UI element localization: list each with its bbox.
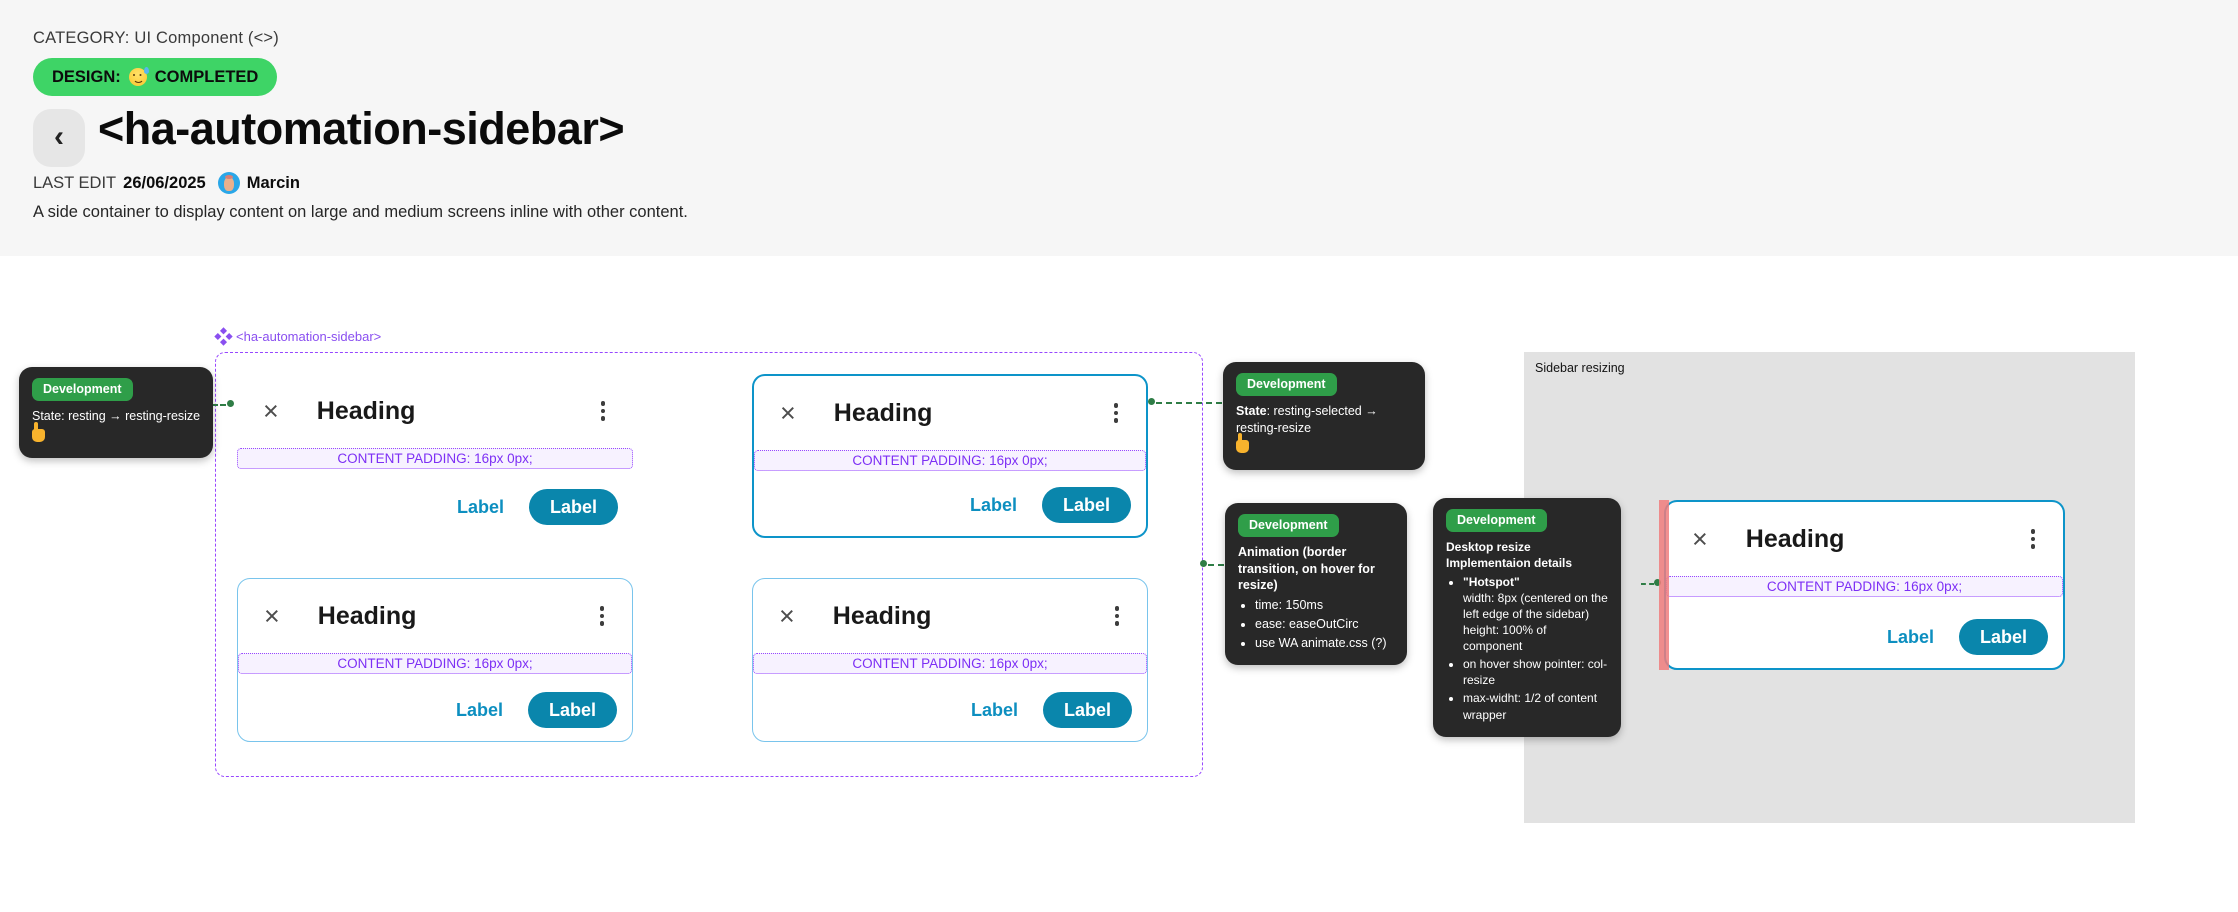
card-header: × Heading <box>1666 502 2063 576</box>
bullet-item: "Hotspot" width: 8px (centered on the le… <box>1463 574 1608 654</box>
connector-dot <box>1148 398 1155 405</box>
pointing-up-emoji <box>32 421 45 442</box>
dev-tooltip-animation[interactable]: Development Animation (border transition… <box>1225 503 1407 666</box>
development-badge: Development <box>1236 373 1337 396</box>
tooltip-bullet-list: time: 150ms ease: easeOutCirc use WA ani… <box>1255 597 1394 651</box>
tooltip-bullet-list: "Hotspot" width: 8px (centered on the le… <box>1463 574 1608 723</box>
last-edit-date: 26/06/2025 <box>123 173 206 192</box>
design-badge-status: COMPLETED <box>154 67 259 86</box>
avatar <box>217 172 240 194</box>
sidebar-card-variant-3[interactable]: × Heading CONTENT PADDING: 16px 0px; Lab… <box>237 578 633 742</box>
card-heading: Heading <box>317 601 417 630</box>
category-label: CATEGORY: UI Component (<>) <box>33 29 279 47</box>
filled-button[interactable]: Label <box>1042 692 1132 728</box>
kebab-menu-icon[interactable] <box>1111 602 1124 630</box>
text-button[interactable]: Label <box>456 496 504 517</box>
header-band: CATEGORY: UI Component (<>) DESIGN: COMP… <box>0 0 2238 256</box>
sidebar-card-resting-selected[interactable]: × Heading CONTENT PADDING: 16px 0px; Lab… <box>752 374 1148 538</box>
sidebar-card-variant-4[interactable]: × Heading CONTENT PADDING: 16px 0px; Lab… <box>752 578 1148 742</box>
development-badge: Development <box>1238 514 1339 537</box>
tooltip-text: State: resting → resting-resize <box>32 408 201 423</box>
card-heading: Heading <box>833 398 933 427</box>
card-actions: Label Label <box>970 487 1131 523</box>
text-button[interactable]: Label <box>969 494 1017 515</box>
card-header: × Heading <box>237 374 633 448</box>
component-description: A side container to display content on l… <box>33 203 688 221</box>
close-icon[interactable]: × <box>264 600 280 631</box>
component-diamond-icon <box>214 327 233 346</box>
text-button[interactable]: Label <box>970 699 1018 720</box>
filled-button[interactable]: Label <box>1958 619 2048 655</box>
filled-button[interactable]: Label <box>1041 487 1131 523</box>
content-padding-annotation: CONTENT PADDING: 16px 0px; <box>753 653 1147 674</box>
bullet-item: on hover show pointer: col-resize <box>1463 656 1608 688</box>
filled-button[interactable]: Label <box>527 692 617 728</box>
card-heading: Heading <box>1745 524 1845 553</box>
connector-line <box>1641 583 1654 585</box>
connector-line <box>1156 402 1222 404</box>
sidebar-card-resting[interactable]: × Heading CONTENT PADDING: 16px 0px; Lab… <box>237 374 633 538</box>
card-actions: Label Label <box>1887 619 2048 655</box>
text-button[interactable]: Label <box>1886 626 1934 647</box>
last-edit-row: LAST EDIT 26/06/2025 Marcin <box>33 172 300 194</box>
last-edit-label: LAST EDIT <box>33 173 117 192</box>
bullet-subitem: height: 100% of component <box>1463 623 1547 654</box>
card-heading: Heading <box>832 601 932 630</box>
dev-tooltip-state-resting[interactable]: Development State: resting → resting-res… <box>19 367 214 459</box>
card-header: × Heading <box>753 579 1147 653</box>
development-badge: Development <box>32 378 133 401</box>
resize-hotspot-bar[interactable] <box>1659 500 1669 670</box>
close-icon[interactable]: × <box>263 395 279 426</box>
kebab-menu-icon[interactable] <box>2027 525 2040 553</box>
connector-line <box>1208 564 1224 566</box>
close-icon[interactable]: × <box>1692 523 1708 554</box>
close-icon[interactable]: × <box>780 397 796 428</box>
tooltip-title: Animation (border transition, on hover f… <box>1238 544 1375 593</box>
card-heading: Heading <box>316 396 416 425</box>
content-padding-annotation: CONTENT PADDING: 16px 0px; <box>1666 576 2063 597</box>
card-actions: Label Label <box>457 489 618 525</box>
bullet-item: use WA animate.css (?) <box>1255 635 1394 652</box>
tooltip-title: Desktop resize Implementaion details <box>1446 539 1573 570</box>
chevron-left-icon: ‹ <box>54 119 64 153</box>
design-badge-label: DESIGN: <box>52 67 121 86</box>
development-badge: Development <box>1446 509 1547 532</box>
design-status-badge: DESIGN: COMPLETED <box>33 58 278 96</box>
component-tag-text: <ha-automation-sidebar> <box>236 329 382 344</box>
bullet-item: ease: easeOutCirc <box>1255 616 1394 633</box>
kebab-menu-icon[interactable] <box>1110 399 1123 427</box>
close-icon[interactable]: × <box>779 600 795 631</box>
card-header: × Heading <box>238 579 632 653</box>
connector-dot <box>227 400 234 407</box>
figma-component-label[interactable]: <ha-automation-sidebar> <box>214 327 382 346</box>
sweat-smile-emoji <box>128 67 149 86</box>
kebab-menu-icon[interactable] <box>597 397 610 425</box>
card-actions: Label Label <box>456 692 617 728</box>
card-header: × Heading <box>754 376 1146 450</box>
author-name: Marcin <box>246 173 300 192</box>
content-padding-annotation: CONTENT PADDING: 16px 0px; <box>238 653 632 674</box>
sidebar-card-resize-demo[interactable]: × Heading CONTENT PADDING: 16px 0px; Lab… <box>1664 500 2065 670</box>
tooltip-text: State: resting-selected → resting-resize <box>1236 403 1378 435</box>
text-button[interactable]: Label <box>455 699 503 720</box>
content-padding-annotation: CONTENT PADDING: 16px 0px; <box>754 450 1146 471</box>
pointing-up-emoji <box>1236 433 1249 454</box>
connector-dot <box>1200 560 1207 567</box>
bullet-item: time: 150ms <box>1255 597 1394 614</box>
bullet-subitem: width: 8px (centered on the left edge of… <box>1463 590 1608 622</box>
content-padding-annotation: CONTENT PADDING: 16px 0px; <box>237 448 633 469</box>
back-button[interactable]: ‹ <box>33 109 85 167</box>
dev-tooltip-state-selected[interactable]: Development State: resting-selected → re… <box>1223 362 1425 470</box>
page-title: <ha-automation-sidebar> <box>98 103 625 154</box>
dev-tooltip-resize-implementation[interactable]: Development Desktop resize Implementaion… <box>1433 498 1621 737</box>
filled-button[interactable]: Label <box>528 489 618 525</box>
card-actions: Label Label <box>971 692 1132 728</box>
panel-title: Sidebar resizing <box>1535 361 1625 375</box>
kebab-menu-icon[interactable] <box>596 602 609 630</box>
bullet-item: max-widht: 1/2 of content wrapper <box>1463 690 1608 722</box>
connector-dot <box>1654 579 1661 586</box>
